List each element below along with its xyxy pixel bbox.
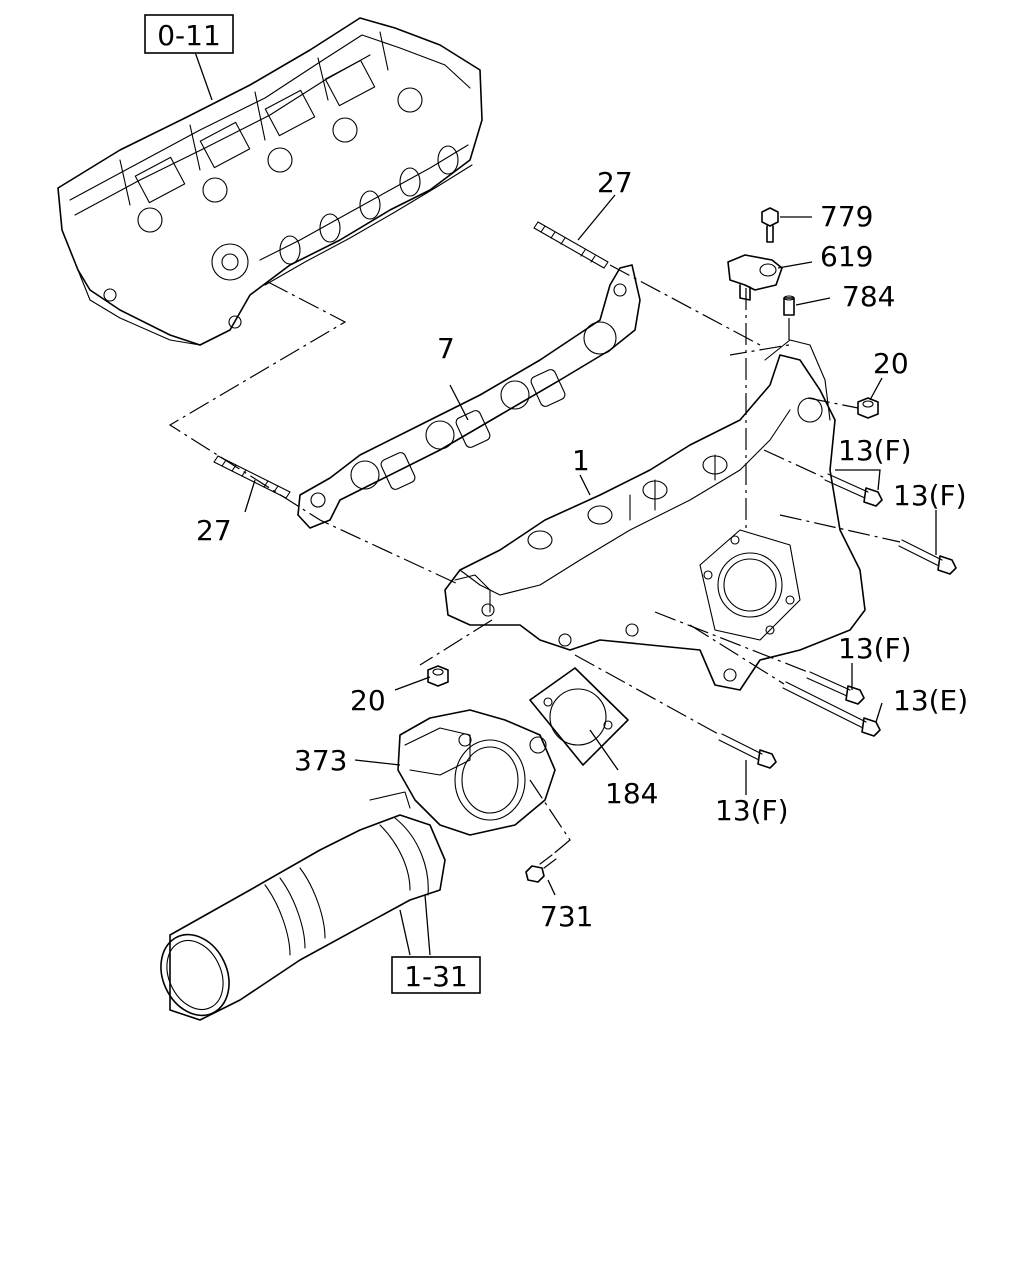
cylinder-head bbox=[57, 17, 483, 346]
bolt-13f-a bbox=[824, 473, 883, 507]
label-27-bottom: 27 bbox=[196, 514, 232, 547]
intake-manifold bbox=[444, 339, 866, 691]
label-27-top: 27 bbox=[597, 166, 633, 199]
screw-731 bbox=[525, 854, 557, 883]
label-7: 7 bbox=[437, 332, 455, 365]
label-731: 731 bbox=[540, 900, 593, 933]
label-13f-b: 13(F) bbox=[893, 479, 967, 512]
intake-hose bbox=[160, 791, 446, 1021]
label-1: 1 bbox=[572, 444, 590, 477]
dowel-pin bbox=[783, 295, 795, 316]
label-20-right: 20 bbox=[873, 347, 909, 380]
throttle-body bbox=[397, 709, 556, 836]
label-1-31: 1-31 bbox=[404, 960, 468, 993]
label-13e: 13(E) bbox=[893, 684, 968, 717]
label-779: 779 bbox=[820, 200, 873, 233]
sensor-bolt bbox=[761, 207, 779, 243]
bolt-13f-c bbox=[806, 671, 865, 705]
bolt-13f-d bbox=[718, 733, 777, 769]
bolt-13f-b bbox=[898, 539, 957, 575]
bolt-13e bbox=[782, 681, 881, 737]
nut-left bbox=[427, 665, 449, 687]
stud-top bbox=[533, 221, 609, 269]
alignment-lines bbox=[168, 264, 901, 856]
map-sensor bbox=[727, 254, 783, 301]
manifold-gasket bbox=[297, 264, 641, 529]
callout-1-31: 1-31 bbox=[391, 956, 481, 994]
callout-leaders bbox=[194, 51, 937, 956]
label-784: 784 bbox=[842, 280, 895, 313]
callout-0-11: 0-11 bbox=[144, 14, 234, 54]
stud-bottom bbox=[213, 455, 291, 499]
label-13f-d: 13(F) bbox=[715, 794, 789, 827]
label-184: 184 bbox=[605, 777, 658, 810]
label-20-left: 20 bbox=[350, 684, 386, 717]
throttle-gasket bbox=[529, 667, 629, 766]
label-13f-c: 13(F) bbox=[838, 632, 912, 665]
label-13f-a: 13(F) bbox=[838, 434, 912, 467]
label-0-11: 0-11 bbox=[157, 19, 221, 52]
nut-right bbox=[857, 397, 879, 419]
label-619: 619 bbox=[820, 240, 873, 273]
label-373: 373 bbox=[294, 744, 347, 777]
